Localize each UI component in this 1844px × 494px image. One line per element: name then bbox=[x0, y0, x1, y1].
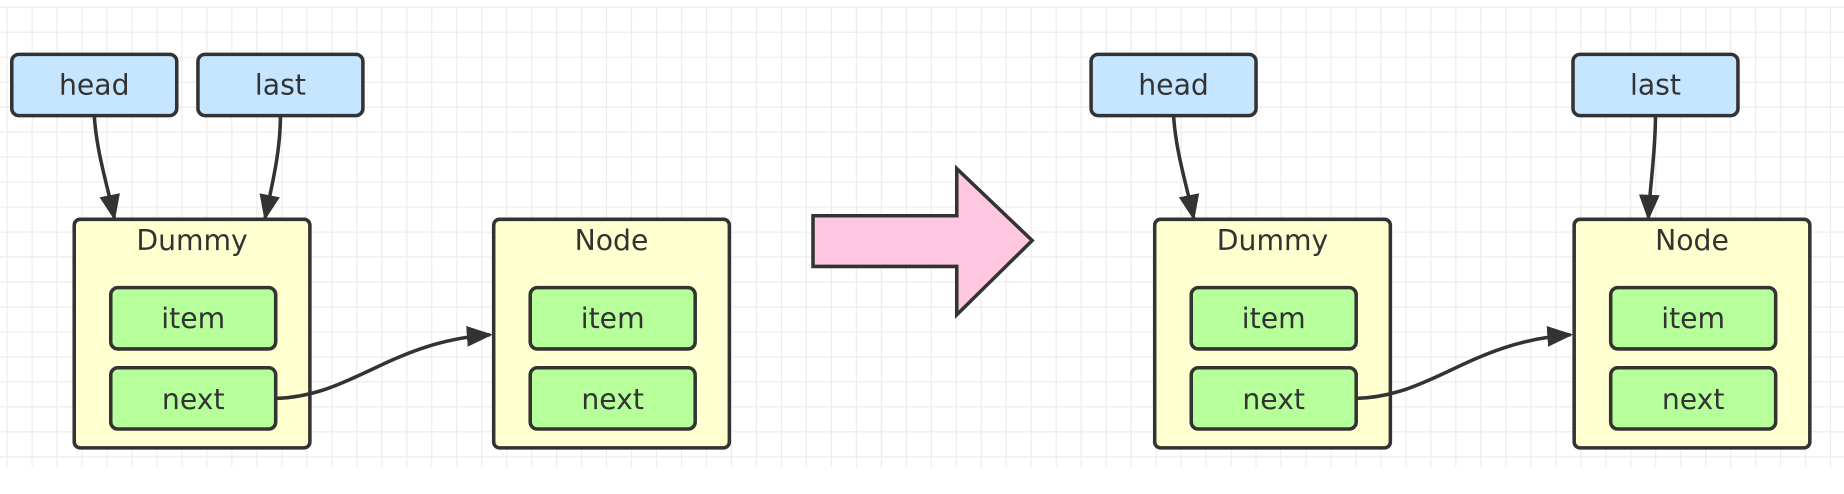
before-state: head last Dummy item next Node item next bbox=[10, 52, 732, 450]
dummy-next-field: next bbox=[1242, 383, 1305, 416]
node-next-field: next bbox=[1662, 383, 1725, 416]
after-state: head last Dummy item next Node item next bbox=[1089, 52, 1812, 450]
dummy-next-to-node-arrow bbox=[1356, 326, 1574, 401]
head-pointer: head bbox=[10, 52, 179, 118]
head-label: head bbox=[1138, 68, 1209, 101]
node: Node item next bbox=[491, 217, 732, 450]
dummy-node: Dummy item next bbox=[72, 217, 312, 450]
node-item-field: item bbox=[1661, 302, 1725, 335]
dummy-next-field: next bbox=[162, 383, 225, 416]
dummy-title: Dummy bbox=[136, 224, 247, 257]
dummy-title: Dummy bbox=[1217, 224, 1328, 257]
last-label: last bbox=[1630, 68, 1681, 101]
head-to-dummy-arrow bbox=[1171, 115, 1200, 221]
node: Node item next bbox=[1572, 217, 1812, 450]
node-title: Node bbox=[575, 224, 649, 257]
last-label: last bbox=[255, 68, 306, 101]
dummy-next-to-node-arrow bbox=[275, 326, 493, 401]
head-to-dummy-arrow bbox=[92, 115, 120, 221]
head-label: head bbox=[59, 68, 130, 101]
last-to-dummy-arrow bbox=[259, 115, 283, 221]
node-title: Node bbox=[1655, 224, 1729, 257]
dummy-item-field: item bbox=[161, 302, 225, 335]
head-pointer: head bbox=[1089, 52, 1258, 118]
last-pointer: last bbox=[196, 52, 365, 118]
last-to-node-arrow bbox=[1638, 115, 1660, 221]
dummy-item-field: item bbox=[1242, 302, 1306, 335]
node-next-field: next bbox=[581, 383, 644, 416]
last-pointer: last bbox=[1571, 52, 1740, 118]
dummy-node: Dummy item next bbox=[1152, 217, 1393, 450]
node-item-field: item bbox=[581, 302, 645, 335]
transition-arrow-icon bbox=[811, 164, 1035, 319]
